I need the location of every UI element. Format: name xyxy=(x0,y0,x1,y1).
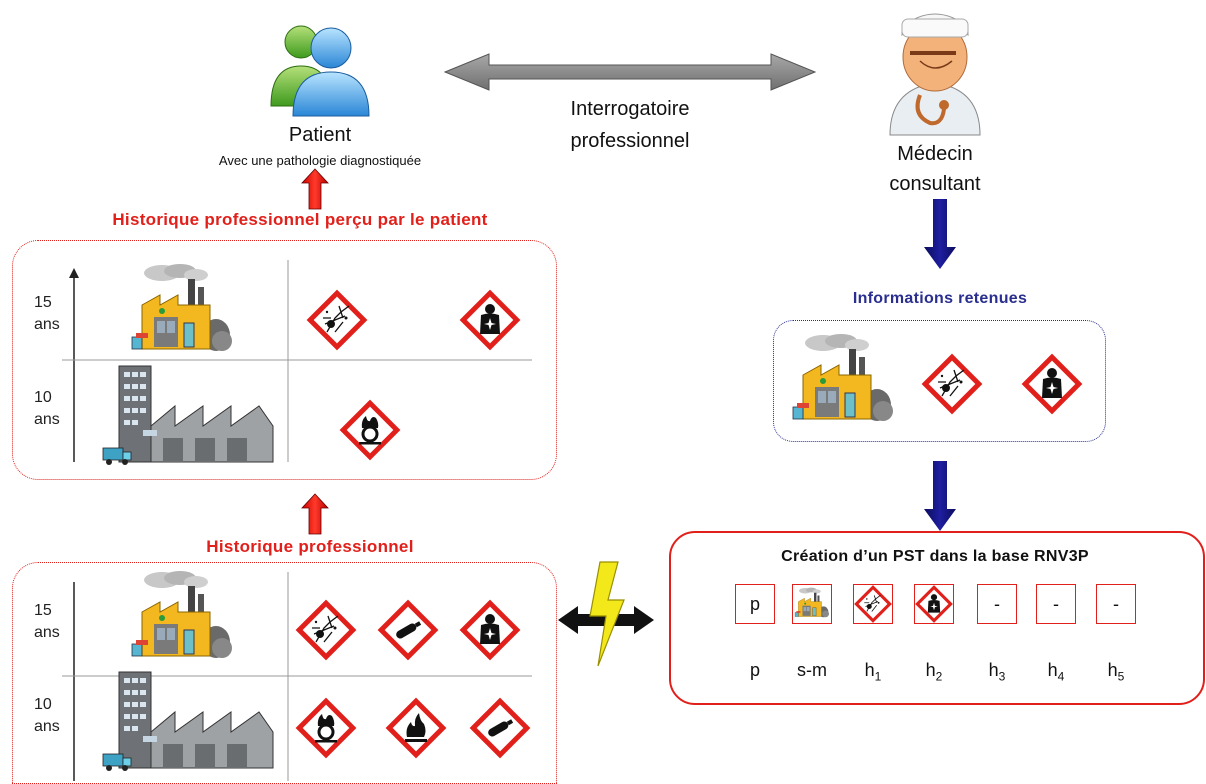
pst-label-sub: 1 xyxy=(874,669,882,684)
pst-slot-p: p xyxy=(735,584,775,624)
doctor-title-line2: consultant xyxy=(889,173,981,195)
pst-label-base: h xyxy=(1047,660,1058,680)
retained-title: Informations retenues xyxy=(852,290,1028,307)
retained-panel xyxy=(773,320,1106,442)
explosive-hazard-icon xyxy=(307,290,367,350)
pst-label-sub: 5 xyxy=(1117,669,1125,684)
gas-cylinder-hazard-icon xyxy=(378,600,438,660)
history-15-years: 15 ans xyxy=(34,600,60,644)
pst-slot-h4: - xyxy=(1036,584,1076,624)
perceived-history-title: Historique professionnel perçu par le pa… xyxy=(112,210,488,229)
arrow-down-to-retained-icon xyxy=(924,199,956,269)
perceived-history-grid xyxy=(62,260,532,462)
pst-slot-value: - xyxy=(994,593,1000,614)
factory-icon xyxy=(131,263,233,352)
pst-slot-sm xyxy=(792,584,832,624)
health-hazard-icon xyxy=(460,290,520,350)
industrial-plant-icon xyxy=(102,671,274,772)
gas-cylinder-hazard-icon xyxy=(470,698,530,758)
patient-title: Patient xyxy=(288,124,352,146)
factory-icon xyxy=(131,570,233,659)
exchange-label-line2: professionnel xyxy=(570,130,690,152)
pst-label-sub: 2 xyxy=(935,669,943,684)
lightning-icon xyxy=(589,561,625,667)
exchange-label-line1: Interrogatoire xyxy=(570,98,690,120)
years-unit: ans xyxy=(34,718,60,735)
pst-panel xyxy=(669,531,1205,705)
pst-slot-h3: - xyxy=(977,584,1017,624)
pst-slot-h1 xyxy=(853,584,893,624)
pst-label: p xyxy=(730,660,780,681)
pst-label-base: h xyxy=(1107,660,1118,680)
arrow-down-to-pst-icon xyxy=(924,461,956,531)
years-value: 10 xyxy=(34,696,52,713)
health-hazard-icon xyxy=(460,600,520,660)
pst-slot-h5: - xyxy=(1096,584,1136,624)
pst-slot-value: - xyxy=(1113,593,1119,614)
pst-label: h1 xyxy=(848,660,898,684)
arrow-up-to-patient-icon xyxy=(301,168,329,210)
years-value: 10 xyxy=(34,389,52,406)
explosive-hazard-icon xyxy=(296,600,356,660)
perceived-15-years: 15 ans xyxy=(34,292,60,336)
doctor-icon xyxy=(889,13,981,136)
patient-group-icon xyxy=(270,25,370,117)
perceived-history-panel xyxy=(12,240,557,480)
pst-slot-h2 xyxy=(914,584,954,624)
history-10-years: 10 ans xyxy=(34,694,60,738)
pst-title: Création d’un PST dans la base RNV3P xyxy=(781,548,1089,565)
pst-slot-value: - xyxy=(1053,593,1059,614)
pst-label-sub: 3 xyxy=(998,669,1006,684)
pst-label: h3 xyxy=(972,660,1022,684)
patient-subtitle: Avec une pathologie diagnostiquée xyxy=(218,153,422,168)
health-hazard-icon xyxy=(915,585,953,623)
years-unit: ans xyxy=(34,624,60,641)
years-unit: ans xyxy=(34,316,60,333)
years-unit: ans xyxy=(34,411,60,428)
pst-label-base: h xyxy=(925,660,936,680)
years-value: 15 xyxy=(34,294,52,311)
pst-label-base: h xyxy=(988,660,999,680)
pst-slot-value: p xyxy=(749,593,760,614)
pst-label: h2 xyxy=(909,660,959,684)
flammable-hazard-icon xyxy=(386,698,446,758)
industrial-plant-icon xyxy=(102,365,274,466)
years-value: 15 xyxy=(34,602,52,619)
pst-label-sub: 4 xyxy=(1057,669,1065,684)
arrow-up-to-perceived-icon xyxy=(301,493,329,535)
explosive-hazard-icon xyxy=(922,354,982,414)
pst-label-base: s-m xyxy=(797,660,827,680)
factory-icon xyxy=(792,333,894,422)
pst-label: h5 xyxy=(1091,660,1141,684)
double-arrow-icon xyxy=(443,53,817,91)
factory-icon xyxy=(794,587,830,618)
doctor-title-line1: Médecin xyxy=(897,143,973,165)
pst-label: h4 xyxy=(1031,660,1081,684)
health-hazard-icon xyxy=(1022,354,1082,414)
pst-label-base: p xyxy=(749,660,760,680)
pst-label: s-m xyxy=(787,660,837,681)
pst-label-base: h xyxy=(864,660,875,680)
oxidizer-hazard-icon xyxy=(296,698,356,758)
history-title: Historique professionnel xyxy=(206,537,414,556)
oxidizer-hazard-icon xyxy=(340,400,400,460)
explosive-hazard-icon xyxy=(854,585,892,623)
perceived-10-years: 10 ans xyxy=(34,387,60,431)
